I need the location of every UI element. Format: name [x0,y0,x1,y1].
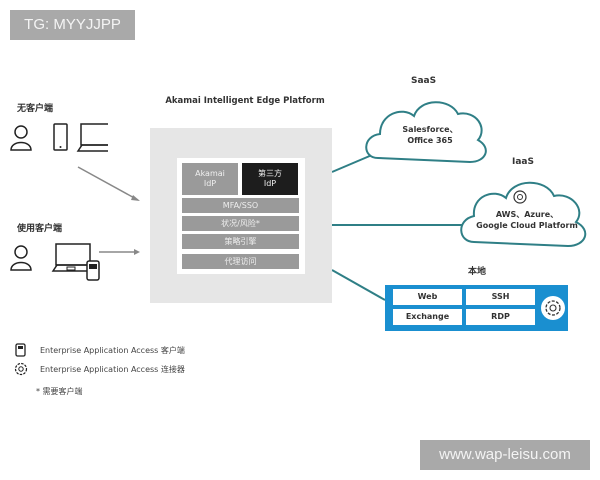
line-to-onprem [331,269,386,301]
laptop-icon [76,123,108,152]
onprem-label: 本地 [468,267,487,277]
with-client-label: 使用客户端 [17,224,63,234]
saas-content: Salesforce、 Office 365 [390,124,470,146]
iaas-line1: AWS、Azure、 [495,210,559,219]
client-app-phone-icon [86,260,100,281]
legend-note: * 需要客户端 [36,387,83,396]
mfa-sso-row: MFA/SSO [182,198,299,213]
watermark-bottom: www.wap-leisu.com [420,440,590,470]
rdp-cell: RDP [466,309,535,325]
user-icon [10,125,32,151]
watermark-top: TG: MYYJJPP [10,10,135,40]
user-icon [10,245,32,271]
saas-line1: Salesforce、 [402,125,458,134]
third-party-idp-line2: IdP [263,179,277,188]
saas-label: SaaS [411,76,437,86]
iaas-gear-icon [513,190,527,204]
third-party-idp-line1: 第三方 [258,169,282,178]
third-party-idp-box: 第三方 IdP [242,163,298,195]
legend-connector-text: Enterprise Application Access 连接器 [40,365,185,374]
proxy-access-row: 代理访问 [182,254,299,269]
iaas-content: AWS、Azure、 Google Cloud Platform [474,209,580,231]
legend-connector-gear-icon [14,362,28,376]
no-client-devices [10,123,108,152]
with-client-devices [10,243,100,281]
platform-title: Akamai Intelligent Edge Platform [165,96,325,106]
legend-client-icon [15,343,26,357]
akamai-idp-box: Akamai IdP [182,163,238,195]
iaas-line2: Google Cloud Platform [476,221,578,230]
line-to-saas [331,154,373,173]
iaas-label: IaaS [512,157,534,167]
connector-gear-icon [541,296,565,320]
no-client-label: 无客户端 [17,104,54,114]
akamai-idp-line1: Akamai [195,169,225,178]
exchange-cell: Exchange [393,309,462,325]
policy-engine-row: 策略引擎 [182,234,299,249]
web-cell: Web [393,289,462,305]
legend-client-text: Enterprise Application Access 客户端 [40,346,185,355]
iaas-cloud-icon [460,181,587,248]
ssh-cell: SSH [466,289,535,305]
saas-line2: Office 365 [407,136,453,145]
phone-icon [53,123,68,151]
posture-risk-row: 状况/风险* [182,216,299,231]
saas-cloud-icon [365,101,487,164]
arrow-no-client [77,166,139,201]
akamai-idp-line2: IdP [203,179,217,188]
